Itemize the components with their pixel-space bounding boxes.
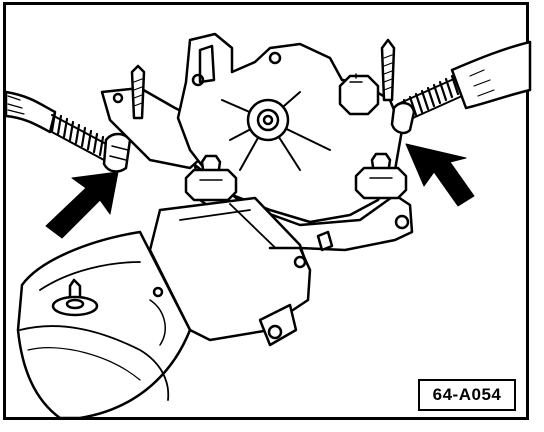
end-cap-stud bbox=[51, 278, 99, 317]
right-spring bbox=[390, 74, 463, 135]
left-spring bbox=[49, 111, 109, 161]
right-cable bbox=[450, 40, 532, 110]
left-indicator-arrow bbox=[45, 171, 119, 239]
motor-cylinder bbox=[16, 230, 192, 420]
flange-nut-right bbox=[354, 152, 408, 200]
housing-rivet bbox=[152, 286, 164, 298]
right-indicator-arrow bbox=[405, 143, 475, 207]
flange-nut-left bbox=[184, 154, 238, 202]
figure-reference-code: 64-A054 bbox=[418, 379, 516, 411]
motor-body bbox=[148, 196, 334, 347]
right-fitting bbox=[338, 38, 396, 116]
left-clamp bbox=[100, 64, 212, 173]
left-cable bbox=[4, 90, 57, 134]
reference-code-text: 64-A054 bbox=[432, 385, 502, 404]
